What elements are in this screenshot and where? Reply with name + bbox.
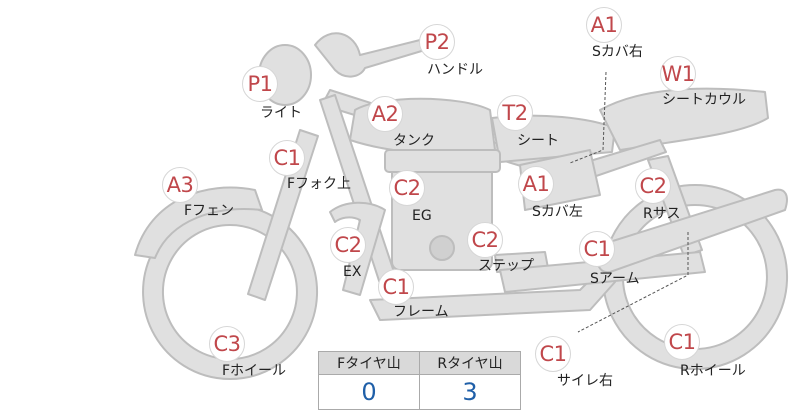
label-rear-wheel: Rホイール (680, 363, 746, 379)
grade-badge-step: C2 (467, 222, 503, 258)
front-fender-shape (134, 186, 263, 259)
grade-badge-exhaust: C2 (330, 227, 366, 263)
engine-cover-shape (429, 235, 455, 261)
label-front-fender: Fフェン (184, 203, 235, 219)
grade-badge-rear-suspension: C2 (635, 168, 671, 204)
grade-badge-tank: A2 (367, 96, 403, 132)
label-tank: タンク (393, 133, 435, 149)
grade-badge-light: P1 (242, 66, 278, 102)
grade-badge-front-fork: C1 (269, 140, 305, 176)
label-side-cover-left: Sカバ左 (532, 204, 583, 220)
tyre-tread-table: Fタイヤ山 Rタイヤ山 0 3 (318, 351, 521, 410)
label-frame: フレーム (393, 304, 449, 320)
front-fork-shape (247, 129, 319, 301)
leader-line-muffler (577, 232, 689, 333)
seat-cowl-shape (599, 87, 769, 151)
engine-head-shape (384, 149, 501, 173)
grade-badge-seat-cowl: W1 (660, 56, 696, 92)
label-exhaust: EX (343, 264, 362, 280)
grade-badge-swingarm: C1 (579, 231, 615, 267)
grade-badge-front-wheel: C3 (209, 326, 245, 362)
rear-tyre-value: 3 (419, 374, 521, 410)
label-rear-suspension: Rサス (643, 206, 681, 222)
grade-badge-side-cover-left: A1 (518, 166, 554, 202)
label-step: ステップ (478, 258, 534, 274)
label-light: ライト (260, 105, 302, 121)
label-front-fork: Fフォク上 (287, 176, 352, 192)
front-tyre-header: Fタイヤ山 (318, 351, 420, 375)
grade-badge-side-cover-right: A1 (586, 7, 622, 43)
grade-badge-handle: P2 (419, 24, 455, 60)
label-seat-cowl: シートカウル (662, 92, 746, 108)
grade-badge-seat: T2 (497, 95, 533, 131)
grade-badge-muffler-right: C1 (535, 336, 571, 372)
grade-badge-rear-wheel: C1 (664, 324, 700, 360)
label-side-cover-right: Sカバ右 (592, 44, 643, 60)
grade-badge-engine: C2 (389, 170, 425, 206)
leader-line-side-cover-right (569, 71, 607, 164)
handlebar-shape (314, 32, 426, 78)
front-tyre-value: 0 (318, 374, 420, 410)
rear-tyre-header: Rタイヤ山 (419, 351, 521, 375)
label-muffler-right: サイレ右 (557, 373, 613, 389)
grade-badge-frame: C1 (378, 269, 414, 305)
label-swingarm: Sアーム (590, 271, 640, 287)
label-seat: シート (517, 133, 559, 149)
label-handle: ハンドル (427, 62, 483, 78)
label-front-wheel: Fホイール (222, 363, 287, 379)
label-engine: EG (412, 208, 432, 224)
grade-badge-front-fender: A3 (162, 167, 198, 203)
